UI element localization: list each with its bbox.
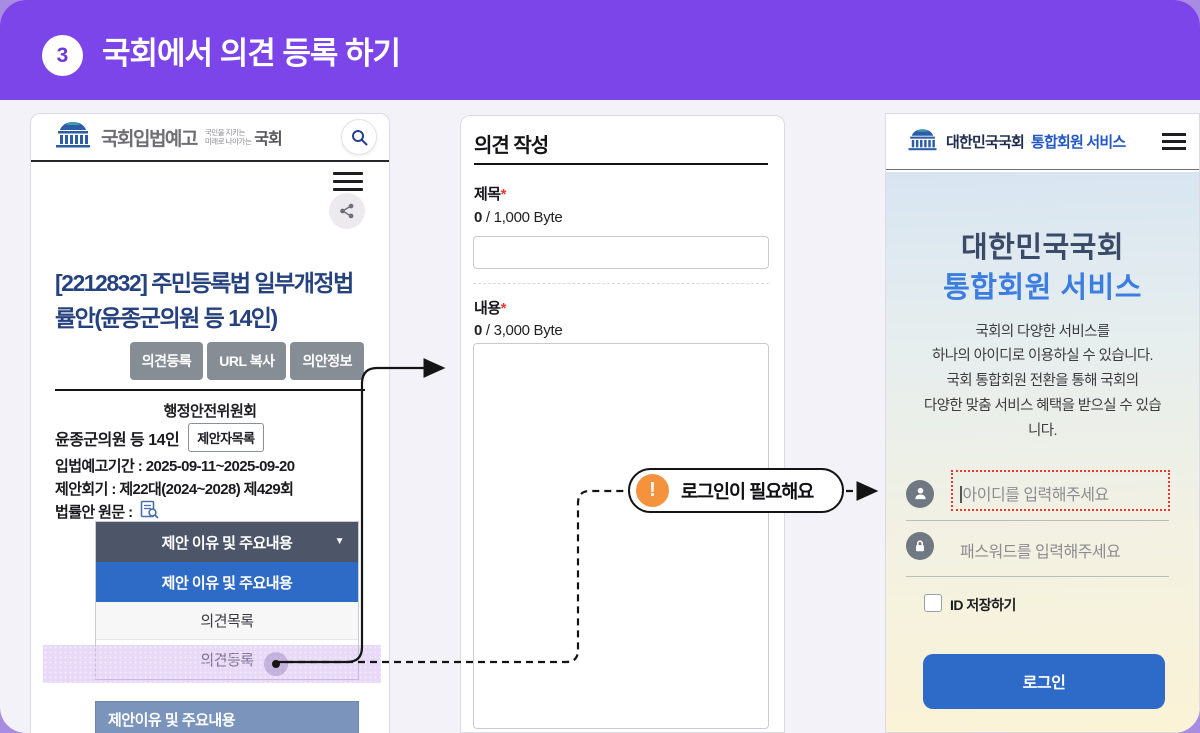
divider [474,163,768,165]
opinion-form-panel: 의견 작성 제목* 0 / 1,000 Byte 내용* 0 / 3,000 B… [460,115,785,733]
service-heading-line2: 통합회원 서비스 [943,271,1142,304]
content-field-label: 내용* [474,300,507,317]
id-field-highlight [951,469,1170,511]
opinion-content-textarea[interactable] [473,343,769,729]
proposer-name: 윤종군의원 등 14인 [55,431,180,449]
service-description: 국회의 다양한 서비스를 하나의 아이디로 이용하실 수 있습니다. 국회 통합… [923,323,1162,440]
id-input[interactable]: 아이디를 입력해주세요 [960,481,1109,505]
menu-icon[interactable] [333,172,363,196]
password-input[interactable]: 패스워드를 입력해주세요 [960,543,1121,561]
person-icon [906,479,934,508]
text-cursor [960,485,962,503]
lock-icon [906,531,934,560]
login-content: 대한민국국회 통합회원 서비스 국회의 다양한 서비스를 하나의 아이디로 이용… [886,171,1199,732]
member-site-logo-sub: 통합회원 서비스 [1031,134,1126,151]
doc-search-icon[interactable] [140,500,159,523]
title-field-label: 제목* [474,186,507,203]
divider [906,519,1169,521]
opinion-title-input[interactable] [473,236,769,269]
step-number-badge: 3 [42,35,83,76]
login-button[interactable]: 로그인 [923,653,1165,709]
form-title: 의견 작성 [474,135,549,157]
member-site-logo-text: 대한민국국회 [946,134,1025,151]
bill-info-button[interactable]: 의안정보 [290,342,364,380]
menu-icon[interactable] [1162,129,1186,155]
dropdown-header-label: 제안 이유 및 주요내용 [161,534,293,552]
menu-item-opinion-list[interactable]: 의견목록 [96,602,358,640]
divider [906,575,1169,577]
copy-url-button[interactable]: URL 복사 [207,342,287,380]
required-mark: * [500,186,507,203]
tooltip-text: 로그인이 필요해요 [681,480,814,502]
register-opinion-button[interactable]: 의견등록 [129,342,204,380]
service-heading-line1: 대한민국국회 [960,231,1125,264]
save-id-checkbox[interactable] [924,593,942,612]
highlight-band [43,645,381,683]
content-section-header: 제안이유 및 주요내용 [95,701,359,733]
chevron-down-icon: ▼ [334,536,345,547]
committee-name: 행정안전위원회 [163,403,257,420]
assembly-logo-icon [906,128,939,156]
share-button[interactable] [329,193,365,229]
site-header: 국회입법예고 국민을 지키는 미래로 나아가는 국회 [31,114,389,162]
required-mark: * [500,300,507,317]
slogan-line: 미래로 나아가는 [204,137,252,146]
page-title: 국회에서 의견 등록 하기 [102,35,401,71]
session-info: 제안회기 : 제22대(2024~2028) 제429회 [55,481,294,498]
original-text-label: 법률안 원문 : [55,504,133,521]
search-icon [351,129,367,145]
bill-action-buttons: 의견등록 URL 복사 의안정보 [129,342,364,380]
login-required-tooltip: ! 로그인이 필요해요 [628,468,844,513]
divider [473,283,769,284]
search-button[interactable] [341,119,377,155]
slogan-line: 국민을 지키는 [204,127,245,137]
step-header: 3 국회에서 의견 등록 하기 [0,0,1200,100]
dropdown-header[interactable]: 제안 이유 및 주요내용 ▼ [96,522,358,562]
login-panel: 대한민국국회 통합회원 서비스 대한민국국회 통합회원 서비스 국회의 다양한 … [885,113,1200,733]
assembly-logo-icon [53,121,93,153]
menu-item-proposal-reason[interactable]: 제안 이유 및 주요내용 [96,562,358,602]
member-site-header: 대한민국국회 통합회원 서비스 [886,114,1199,170]
divider [55,389,365,391]
bill-detail-panel: 국회입법예고 국민을 지키는 미래로 나아가는 국회 [30,113,390,733]
proposer-list-button[interactable]: 제안자목록 [188,423,264,452]
warning-icon: ! [636,474,669,507]
site-logo-text: 국회입법예고 [101,128,198,150]
annotation-dot [264,652,288,676]
bill-title: [2212832] 주민등록법 일부개정법률안(윤종군의원 등 14인) [55,270,354,331]
title-byte-counter: 0 / 1,000 Byte [474,209,563,226]
share-icon [340,203,354,219]
notice-period: 입법예고기간 : 2025-09-11~2025-09-20 [55,458,295,475]
site-slogan: 국민을 지키는 미래로 나아가는 국회 [204,125,283,149]
content-byte-counter: 0 / 3,000 Byte [474,322,563,339]
save-id-label: ID 저장하기 [950,596,1016,613]
slogan-brand: 국회 [254,131,282,148]
